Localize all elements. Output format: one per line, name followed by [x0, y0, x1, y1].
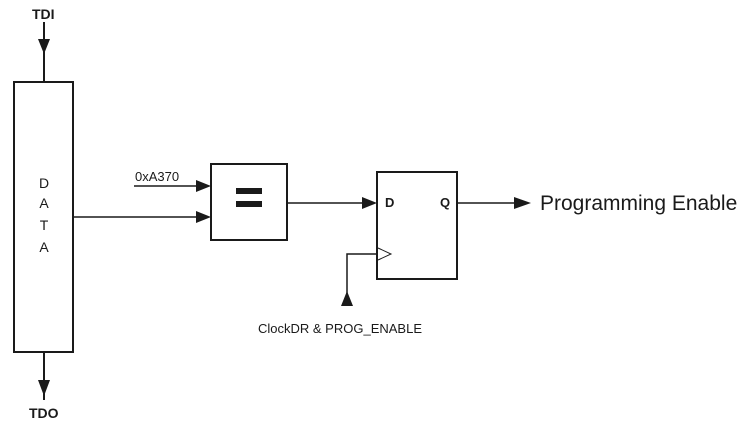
q-output-arrow — [514, 197, 531, 209]
tdo-label: TDO — [29, 405, 59, 421]
flipflop-box — [376, 171, 458, 280]
clock-triangle — [377, 247, 393, 261]
equals-bar-top — [236, 188, 262, 194]
register-to-comparator-arrow — [196, 211, 211, 223]
clock-input-arrow — [341, 291, 353, 306]
clock-label: ClockDR & PROG_ENABLE — [258, 321, 422, 336]
tdo-arrow — [38, 380, 50, 396]
constant-input-arrow — [196, 180, 211, 192]
comparator-to-d-arrow — [362, 197, 377, 209]
register-letter-a2: A — [39, 239, 49, 255]
tdi-label: TDI — [32, 6, 55, 22]
register-letter-a1: A — [39, 195, 49, 211]
equals-bar-bottom — [236, 201, 262, 207]
constant-label: 0xA370 — [135, 169, 180, 184]
data-register — [13, 81, 74, 353]
clock-input-line — [346, 253, 377, 306]
register-letter-t: T — [39, 217, 49, 233]
tdi-arrow — [38, 39, 50, 54]
output-label: Programming Enable — [540, 192, 738, 215]
register-letter-d: D — [38, 175, 50, 191]
flipflop-q-label: Q — [440, 195, 451, 210]
flipflop-d-label: D — [385, 195, 395, 210]
